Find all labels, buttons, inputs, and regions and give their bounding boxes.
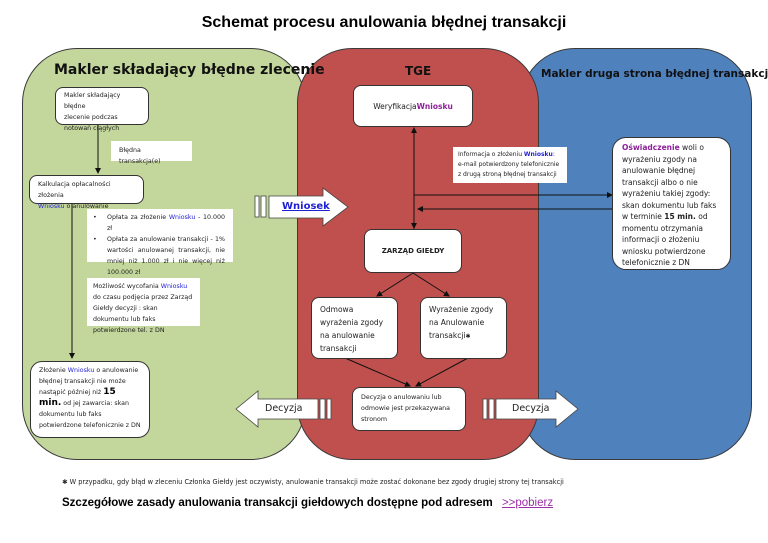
- decision-left-arrow: [235, 390, 332, 428]
- note-withdrawal: Możliwość wycofania Wniosku do czasu pod…: [87, 278, 200, 334]
- statement-pre: woli o wyrażeniu zgody na anulowanie błę…: [622, 143, 717, 221]
- box1-line3: notowań ciągłych: [64, 125, 120, 132]
- box-broker-error-order: Makler składający błędne zlecenie podcza…: [55, 87, 149, 132]
- footnote-text: W przypadku, gdy błąd w zleceniu Członka…: [67, 478, 564, 486]
- box3-post: od jej zawarcia: skan dokumentu lub faks…: [39, 400, 141, 429]
- statement-hl: Oświadczenie: [622, 143, 680, 152]
- lane-green-title: Makler składający błędne zlecenie: [54, 62, 325, 78]
- box-decision-passed: Decyzja o anulowaniu lub odmowie jest pr…: [352, 387, 466, 431]
- box-exchange-board: ZARZĄD GIEŁDY: [364, 229, 462, 273]
- connector-board-to-refuse: [376, 272, 414, 297]
- box2-text: Kalkulacja opłacalności złożenia: [38, 181, 111, 199]
- decision-box-text: Decyzja o anulowaniu lub odmowie jest pr…: [361, 394, 451, 423]
- box3-hl: Wniosku: [67, 367, 95, 374]
- box3-mid: o anulowanie błędnej transakcji nie może…: [39, 367, 139, 396]
- note-erroneous-transaction: Błędna transakcja(e): [111, 141, 192, 165]
- box-counterparty-statement: Oświadczenie woli o wyrażeniu zgody na a…: [612, 137, 731, 270]
- info-post: : e-mail potwierdzony telefonicznie z dr…: [458, 151, 560, 178]
- download-link[interactable]: >>pobierz: [501, 497, 554, 509]
- box3-bold: 15 min.: [39, 387, 116, 408]
- fee1-pre: Opłata za złożenie: [107, 214, 169, 221]
- decision-right-label: Decyzja: [512, 403, 550, 414]
- fee1-post: - 10.000 zł: [107, 214, 226, 232]
- box-verification: Weryfikacja Wniosku: [353, 85, 473, 127]
- fee-item-1: • Opłata za złożenie Wniosku - 10.000 zł: [93, 212, 225, 234]
- wniosek-link[interactable]: Wniosek: [282, 201, 330, 212]
- agree-text: Wyrażenie zgody na Anulowanie transakcji: [429, 305, 494, 340]
- box2-post: o anulowanie: [64, 203, 109, 210]
- details-text: Szczegółowe zasady anulowania transakcji…: [62, 497, 493, 509]
- box1-line1: Makler składający błędne: [64, 92, 121, 110]
- info-pre: Informacja o złożeniu: [458, 151, 524, 158]
- box-refusal: Odmowa wyrażenia zgody na anulowanie tra…: [311, 297, 398, 359]
- verify-highlight: Wniosku: [416, 101, 453, 111]
- fee-item-2: • Opłata za anulowanie transakcji - 1% w…: [93, 234, 225, 278]
- lane-red-title: TGE: [405, 64, 432, 78]
- connector-board-to-agree: [412, 272, 450, 297]
- box-submission-deadline: Złożenie Wniosku o anulowanie błędnej tr…: [30, 361, 150, 438]
- lane-blue-title: Makler druga strona błędnej transakcji: [541, 68, 768, 80]
- note-fees: • Opłata za złożenie Wniosku - 10.000 zł…: [87, 209, 233, 276]
- bullet: •: [93, 236, 97, 243]
- asterisk-icon: ✱: [62, 478, 68, 486]
- box2-highlight: Wniosku: [38, 203, 65, 210]
- box-cost-calculation: Kalkulacja opłacalności złożenia Wniosku…: [29, 175, 144, 210]
- note-error-text: Błędna transakcja(e): [119, 147, 161, 165]
- verify-text: Weryfikacja: [373, 101, 417, 111]
- box1-line2: zlecenie podczas: [64, 114, 118, 121]
- decision-right-arrow: [482, 390, 579, 428]
- board-label: ZARZĄD GIEŁDY: [381, 246, 445, 255]
- withdraw-hl: Wniosku: [160, 283, 188, 290]
- statement-post: od momentu otrzymania informacji o złoże…: [622, 212, 708, 267]
- withdraw-pre: Możliwość wycofania: [93, 283, 161, 290]
- asterisk-icon: ✱: [465, 333, 471, 340]
- connector-refuse-to-decision: [344, 357, 411, 387]
- wniosek-link-container[interactable]: Wniosek: [282, 201, 330, 212]
- box-consent: Wyrażenie zgody na Anulowanie transakcji…: [420, 297, 507, 359]
- fee2-text: Opłata za anulowanie transakcji - 1% war…: [107, 236, 225, 276]
- details-line: Szczegółowe zasady anulowania transakcji…: [62, 497, 553, 509]
- fee1-hl: Wniosku: [168, 214, 196, 221]
- refuse-text: Odmowa wyrażenia zgody na anulowanie tra…: [320, 305, 384, 353]
- wniosek-arrow: [254, 187, 349, 227]
- info-hl: Wniosku: [523, 151, 553, 158]
- footnote: ✱ W przypadku, gdy błąd w zleceniu Człon…: [62, 478, 564, 486]
- box3-pre: Złożenie: [39, 367, 68, 374]
- diagram-title: Schemat procesu anulowania błędnej trans…: [201, 14, 567, 31]
- statement-bold: 15 min.: [664, 212, 696, 221]
- connector-agree-to-decision: [415, 357, 469, 387]
- bullet: •: [93, 214, 97, 221]
- withdraw-post: do czasu podjęcia przez Zarząd Giełdy de…: [93, 294, 193, 334]
- note-information: Informacja o złożeniu Wniosku: e-mail po…: [453, 147, 567, 183]
- decision-left-label: Decyzja: [265, 403, 303, 414]
